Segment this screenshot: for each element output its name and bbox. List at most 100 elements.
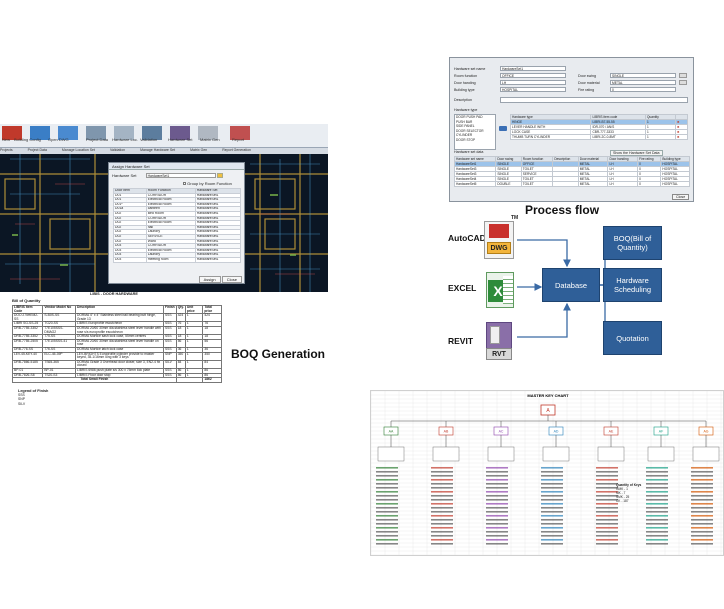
tab-project-data[interactable]: Project Data	[27, 148, 47, 152]
boq-total-value: 1862	[202, 377, 222, 383]
matrix-gen-icon[interactable]	[198, 126, 218, 140]
validation-icon[interactable]	[142, 126, 162, 140]
hardware-set-name-input[interactable]: HardwareSet1	[500, 66, 566, 71]
org-subnode	[542, 446, 570, 462]
show-data-button[interactable]: Show the Hardware Set Data	[610, 150, 663, 156]
assign-button[interactable]: Assign	[198, 276, 221, 283]
tab-projects[interactable]: Projects	[0, 148, 13, 152]
door-swing-select[interactable]: SINGLE	[610, 73, 676, 78]
tab-matrix-gen[interactable]: Matrix Gen	[190, 148, 208, 152]
door-material-select[interactable]: METAL	[610, 80, 676, 85]
hardware-items-table: Hardware type LIBRIS item code Quantity …	[509, 114, 688, 140]
tab-validation[interactable]: Validation	[109, 148, 126, 152]
building-type-select[interactable]: HOSPITAL	[500, 87, 566, 92]
project-data-icon[interactable]	[86, 126, 106, 140]
key-list-entry	[541, 507, 563, 509]
group-by-checkbox[interactable]	[183, 182, 186, 186]
key-list-entry	[541, 531, 563, 533]
table-cell: DRB-7866-5185	[11, 359, 44, 369]
key-list-entry	[646, 499, 668, 501]
lookup-icon[interactable]	[216, 173, 223, 179]
key-list-entry	[431, 483, 453, 485]
key-list-entry	[486, 535, 508, 537]
list-item[interactable]: CYLINDER	[456, 133, 473, 138]
key-list-entry	[596, 515, 618, 517]
lookup-button[interactable]	[679, 73, 687, 78]
tab-location-set[interactable]: Manage Location Set	[61, 148, 95, 152]
key-list-entry	[646, 467, 668, 469]
building-config-icon[interactable]	[30, 126, 50, 140]
ribbon-label: Project Data	[86, 137, 109, 142]
excel-icon: X	[483, 272, 517, 310]
new-icon[interactable]	[2, 126, 22, 140]
table-cell: TOILET	[520, 181, 554, 187]
process-flow-heading: Process flow	[525, 203, 600, 217]
list-item[interactable]: SIDE PANEL	[456, 124, 475, 129]
legend-item: SILV	[18, 401, 26, 406]
key-list-entry	[596, 467, 618, 469]
key-list-entry	[431, 531, 453, 533]
door-handing-select[interactable]: LH	[500, 80, 566, 85]
key-list-entry	[691, 539, 713, 541]
key-list-entry	[646, 511, 668, 513]
hardware-set-icon[interactable]	[170, 126, 190, 140]
report-icon[interactable]	[230, 126, 250, 140]
key-list-entry	[376, 515, 398, 517]
quotation-box: Quotation	[603, 321, 662, 355]
list-item[interactable]: DOOR PUSH PAD	[456, 115, 483, 119]
hardware-set-select[interactable]: HardwareSet1	[145, 173, 216, 179]
key-list-entry	[646, 523, 668, 525]
key-list-entry	[691, 499, 713, 501]
key-list-entry	[596, 543, 618, 545]
key-list-entry	[691, 543, 713, 545]
source-label-excel: EXCEL	[448, 283, 477, 293]
legend-item: SSS	[18, 392, 25, 397]
autocad-icon: DWG	[481, 218, 517, 262]
key-list-entry	[486, 487, 508, 489]
org-subnode	[597, 446, 625, 462]
key-list-entry	[486, 519, 508, 521]
key-list-entry	[596, 539, 618, 541]
boq-title: Bill of Quantity	[12, 298, 41, 303]
table-cell: meeting room	[145, 256, 196, 263]
key-list-entry	[376, 487, 398, 489]
hardware-set-form: Hardware set name HardwareSet1 Room func…	[449, 57, 694, 202]
description-input[interactable]	[500, 97, 688, 103]
key-list-entry	[596, 519, 618, 521]
key-list-entry	[691, 531, 713, 533]
key-list-entry	[596, 479, 618, 481]
list-item[interactable]: DOOR STOP	[456, 137, 476, 142]
open-dwg-icon[interactable]	[58, 126, 78, 140]
close-button[interactable]: Close	[672, 194, 690, 200]
hardware-type-list[interactable]: DOOR PUSH PAD PUSH BAR SIDE PANEL DOOR S…	[454, 114, 496, 150]
hardware-location-icon[interactable]	[114, 126, 134, 140]
key-list-entry	[541, 495, 563, 497]
room-function-select[interactable]: OFFICE	[500, 73, 566, 78]
table-cell: LH	[607, 181, 639, 187]
list-item[interactable]: PUSH BAR	[456, 119, 473, 124]
lookup-button[interactable]	[679, 80, 687, 85]
table-cell: 84	[202, 359, 222, 369]
close-button[interactable]: Close	[221, 276, 242, 283]
cad-drawing-area[interactable]: Assign Hardware Set Hardware Set Hardwar…	[0, 154, 328, 292]
delete-icon[interactable]: ✖	[675, 134, 688, 140]
org-subnode	[692, 446, 720, 462]
key-list-entry	[541, 471, 563, 473]
key-list-entry	[646, 483, 668, 485]
tab-hardware-set[interactable]: Manage Hardware Set	[140, 148, 176, 152]
tab-report[interactable]: Report Generation	[222, 148, 251, 152]
key-list-entry	[541, 519, 563, 521]
add-arrow-icon[interactable]	[499, 126, 507, 131]
key-list-entry	[376, 491, 398, 493]
boq-total-label: Total Small Finish	[12, 377, 177, 383]
table-cell: 424	[202, 313, 222, 323]
fire-rating-select[interactable]: 0	[610, 87, 676, 92]
list-item[interactable]: DOOR SELECTOR	[456, 128, 484, 133]
